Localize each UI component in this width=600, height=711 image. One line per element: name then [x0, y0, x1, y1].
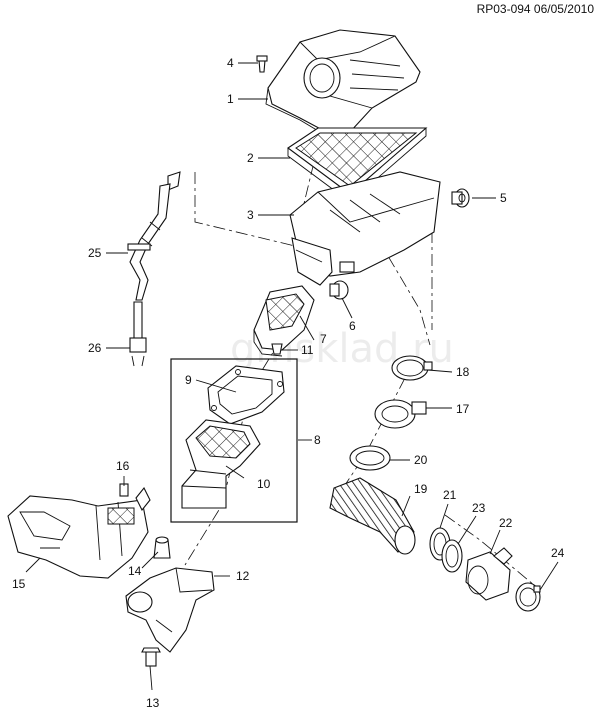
part-4-screw [256, 55, 268, 73]
part-22-duct-adapter [465, 547, 513, 601]
part-6-grommet [329, 280, 349, 300]
part-19-air-duct [329, 477, 416, 555]
part-8-resonator-assembly-box [170, 358, 298, 523]
callout-12: 12 [236, 569, 250, 583]
callout-10: 10 [257, 477, 271, 491]
callout-24: 24 [551, 546, 565, 560]
callout-21: 21 [443, 488, 457, 502]
callout-11: 11 [301, 343, 314, 357]
part-17-air-flow-sensor [374, 399, 427, 429]
part-26-connector [129, 301, 147, 367]
part-18-clamp [391, 355, 433, 381]
part-3-air-cleaner-housing [289, 171, 441, 286]
callout-1: 1 [227, 92, 234, 106]
callout-26: 26 [88, 341, 102, 355]
leader-lines [25, 62, 559, 691]
callout-17: 17 [456, 402, 470, 416]
part-11-clip [271, 343, 283, 355]
part-24-clamp [515, 582, 541, 612]
callout-8: 8 [314, 433, 321, 447]
part-5-grommet [451, 188, 470, 208]
callout-22: 22 [499, 516, 513, 530]
callout-15: 15 [12, 577, 26, 591]
part-25-vent-hose [127, 171, 181, 301]
callout-labels: 4 1 2 3 5 6 7 8 9 10 11 12 13 14 15 16 1… [12, 56, 565, 710]
callout-4: 4 [227, 56, 234, 70]
callout-9: 9 [185, 373, 192, 387]
part-9-gasket [207, 365, 285, 425]
part-7-resonator [253, 285, 315, 357]
callout-7: 7 [320, 332, 327, 346]
part-1-air-cleaner-cover [265, 29, 421, 139]
part-15-intake-duct [7, 495, 149, 579]
callout-13: 13 [146, 696, 160, 710]
part-14-grommet [153, 536, 171, 559]
callout-6: 6 [349, 319, 356, 333]
part-13-bolt [141, 647, 161, 667]
part-2-filter-element [287, 127, 428, 203]
callout-16: 16 [116, 459, 130, 473]
callout-14: 14 [128, 564, 142, 578]
callout-3: 3 [247, 208, 254, 222]
part-16-bolt [119, 483, 151, 512]
part-10-resonator-body [181, 419, 261, 509]
part-23-clamp [441, 539, 463, 573]
drawing-code: RP03-094 06/05/2010 [477, 2, 595, 16]
callout-25: 25 [88, 246, 102, 260]
callout-23: 23 [472, 501, 486, 515]
callout-18: 18 [456, 365, 470, 379]
callout-2: 2 [247, 151, 254, 165]
callout-5: 5 [500, 191, 507, 205]
part-12-lower-resonator [125, 567, 215, 653]
callout-20: 20 [414, 453, 428, 467]
callout-19: 19 [414, 482, 428, 496]
part-20-clamp [349, 445, 391, 471]
